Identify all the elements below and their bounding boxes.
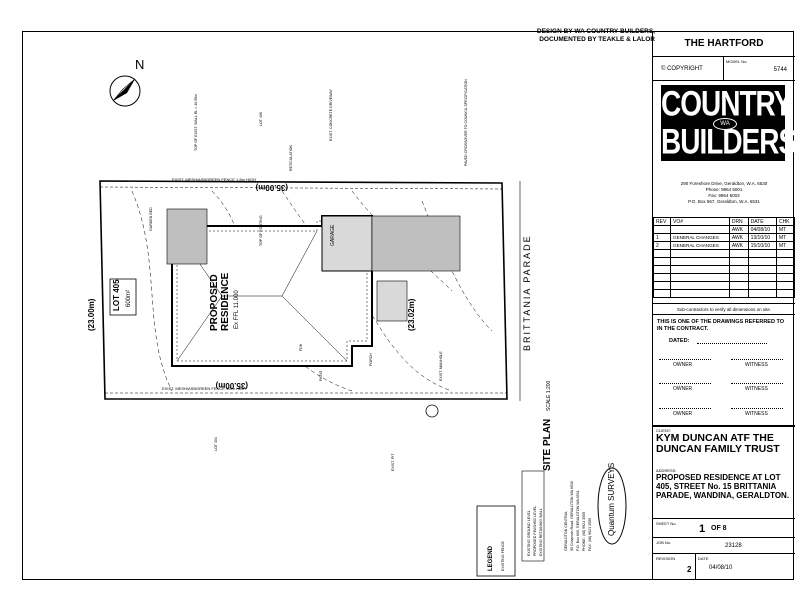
scale-label: SCALE 1:200: [546, 380, 552, 411]
lot-boundary: [99, 180, 508, 400]
svg-text:EXISTING RETAINING WALL: EXISTING RETAINING WALL: [539, 508, 543, 556]
svg-text:EXISTING FENCE: EXISTING FENCE: [501, 540, 505, 571]
drn-col-header: DRN: [728, 217, 749, 226]
site-address: PROPOSED RESIDENCE AT LOT 405, STREET No…: [656, 473, 790, 500]
company-address: 290 Foreshore Drive, Geraldton, W.A. 653…: [653, 181, 795, 205]
street-name: BRITTANIA PARADE: [522, 234, 532, 351]
address-line: P.O. Box 567, Geraldton, W.A. 6531: [688, 199, 760, 204]
revision-label: REVISION: [656, 556, 676, 561]
svg-text:EXIST. PIT: EXIST. PIT: [391, 453, 395, 471]
site-plan-title: SITE PLAN: [542, 419, 553, 471]
witness-label: WITNESS: [745, 386, 768, 392]
lot-number: LOT 405: [112, 279, 121, 311]
witness-label: WITNESS: [745, 411, 768, 417]
company-logo: COUNTRY BUILDERS WA: [657, 81, 797, 171]
svg-text:PHONE: (08) 9921 3555: PHONE: (08) 9921 3555: [582, 512, 586, 551]
date-col-header: DATE: [747, 217, 777, 226]
svg-text:PATIO: PATIO: [319, 371, 323, 381]
svg-text:LOT 404: LOT 404: [214, 437, 218, 451]
north-label: N: [135, 57, 144, 72]
sheet-number: 1: [699, 523, 706, 535]
title-block: THE HARTFORD © COPYRIGHT MODEL No. 5744 …: [652, 31, 797, 580]
svg-text:EXIST. MANHOLE: EXIST. MANHOLE: [439, 351, 443, 381]
dim-bottom: (35.00m): [215, 381, 248, 390]
address-line: Fax: 9964 5003: [708, 193, 740, 198]
proposed-label: PROPOSED: [209, 274, 220, 331]
model-label: MODEL No.: [726, 59, 748, 64]
revision-table: REV VO# DRN DATE CHK AWK 04/08/10 MT 1 G…: [653, 217, 796, 298]
address-line: 290 Foreshore Drive, Geraldton, W.A. 653…: [680, 181, 768, 186]
garage-label: GARAGE: [330, 224, 336, 246]
design-credit: DESIGN BY WA COUNTRY BUILDERS, DOCUMENTE…: [515, 28, 655, 44]
table-row: AWK 04/08/10 MT: [653, 225, 796, 234]
logo-wa-badge: WA: [713, 118, 737, 130]
house-name: THE HARTFORD: [653, 31, 795, 57]
client-label: CLIENT:: [656, 428, 671, 433]
svg-text:TOP OF FOOTING: TOP OF FOOTING: [259, 215, 263, 246]
contract-note: THIS IS ONE OF THE DRAWINGS REFERRED TO …: [657, 319, 785, 332]
design-credit-line: DOCUMENTED BY TEAKLE & LALOR: [539, 36, 655, 43]
job-label: JOB No.: [656, 540, 672, 545]
date-value: 04/08/10: [709, 565, 733, 571]
subcontractor-note: Sub-contractors to verify all dimensions…: [653, 303, 795, 315]
dated-label: DATED:: [669, 338, 690, 344]
revision-date-row: REVISION 2 DATE 04/08/10: [653, 554, 795, 580]
legend: LEGEND EXISTING FENCE EXISTING GROUND LE…: [476, 470, 545, 577]
north-arrow-icon: N: [109, 57, 144, 107]
witness-label: WITNESS: [745, 362, 768, 368]
job-number: 23128: [725, 543, 742, 549]
owner-label: OWNER: [673, 386, 693, 392]
svg-text:P.O. Box 600, GERALDTON WA 653: P.O. Box 600, GERALDTON WA 6531: [576, 490, 580, 551]
svg-text:RETICULATION: RETICULATION: [289, 145, 293, 171]
table-row: 2 GENERAL CHANGES AWK 15/10/10 MT: [653, 241, 796, 250]
address-line: Phone: 9964 5001: [705, 187, 743, 192]
svg-text:EXISTING GROUND LEVEL: EXISTING GROUND LEVEL: [527, 510, 531, 556]
sheet-of: OF 8: [711, 525, 727, 532]
chk-col-header: CHK: [775, 217, 796, 226]
address-label: ADDRESS:: [656, 468, 677, 473]
svg-text:EXIST. CONCRETE DRIVEWAY: EXIST. CONCRETE DRIVEWAY: [329, 88, 333, 141]
model-number: 5744: [773, 67, 787, 73]
fence-top-note: EXIST. MESH/ASBGREEN FENCE 1.8m HIGH: [172, 177, 256, 182]
surveyor-logo: Quantum SURVEYS: [607, 463, 616, 536]
site-plan-drawing: N GARAGE PROPOSED RESIDENCE Ex FFL 11.00…: [87, 57, 627, 577]
dim-top: (35.00m): [255, 183, 288, 192]
owner-label: OWNER: [673, 411, 693, 417]
ffl-label: Ex FFL 11.000: [234, 290, 240, 329]
svg-text:FDH: FDH: [299, 343, 303, 351]
dim-right: (23.02m): [407, 298, 416, 331]
svg-text:GERALDTON CENTRAL: GERALDTON CENTRAL: [564, 511, 568, 551]
svg-text:TOP OF EXIST. WALL RL = 10.95m: TOP OF EXIST. WALL RL = 10.95m: [194, 94, 198, 151]
table-row: 1 GENERAL CHANGES AWK 13/10/10 MT: [653, 233, 796, 242]
svg-text:PORCH: PORCH: [369, 353, 373, 366]
svg-text:FAX: (08) 9921 3555: FAX: (08) 9921 3555: [588, 518, 592, 551]
dim-left: (23.00m): [87, 298, 96, 331]
revision-number: 2: [687, 565, 692, 574]
logo-box: COUNTRY BUILDERS WA: [661, 84, 797, 161]
job-row: JOB No. 23128: [653, 538, 795, 554]
fence-bottom-note: EXIST. MESH/ASBGREEN FENCE 1.8m HIGH: [162, 386, 246, 391]
svg-text:PAVED CROSSOVER TO COUNCIL SPE: PAVED CROSSOVER TO COUNCIL SPECIFICATION: [464, 79, 468, 166]
date-label: DATE: [698, 556, 709, 561]
residence-label: RESIDENCE: [220, 272, 231, 331]
vo-col-header: VO#: [670, 217, 730, 226]
sheet-row: SHEET No. 1 OF 8: [653, 518, 795, 538]
copyright-row: © COPYRIGHT MODEL No. 5744: [653, 57, 795, 81]
plan-notes: TOP OF EXIST. WALL RL = 10.95m RETICULAT…: [149, 79, 468, 471]
svg-text:LOT 406: LOT 406: [259, 112, 263, 126]
client-name: KYM DUNCAN ATF THE DUNCAN FAMILY TRUST: [656, 432, 780, 455]
owner-label: OWNER: [673, 362, 693, 368]
svg-text:90 Chapman Road, GERALDTON WA: 90 Chapman Road, GERALDTON WA 6530: [570, 481, 574, 551]
rev-col-header: REV: [653, 217, 671, 226]
surveyor-block: GERALDTON CENTRAL 90 Chapman Road, GERAL…: [564, 463, 627, 551]
logo-word-country: COUNTRY: [661, 84, 792, 123]
svg-text:GARDEN BED: GARDEN BED: [149, 207, 153, 231]
sheet-label: SHEET No.: [656, 521, 677, 526]
svg-text:PROPOSED FINISHED LEVEL: PROPOSED FINISHED LEVEL: [533, 506, 537, 556]
legend-title: LEGEND: [488, 545, 494, 571]
drawing-sheet-border: [22, 31, 794, 580]
copyright-label: © COPYRIGHT: [661, 66, 703, 72]
lot-area: 600m²: [126, 290, 132, 307]
design-credit-line: DESIGN BY WA COUNTRY BUILDERS,: [536, 28, 655, 35]
